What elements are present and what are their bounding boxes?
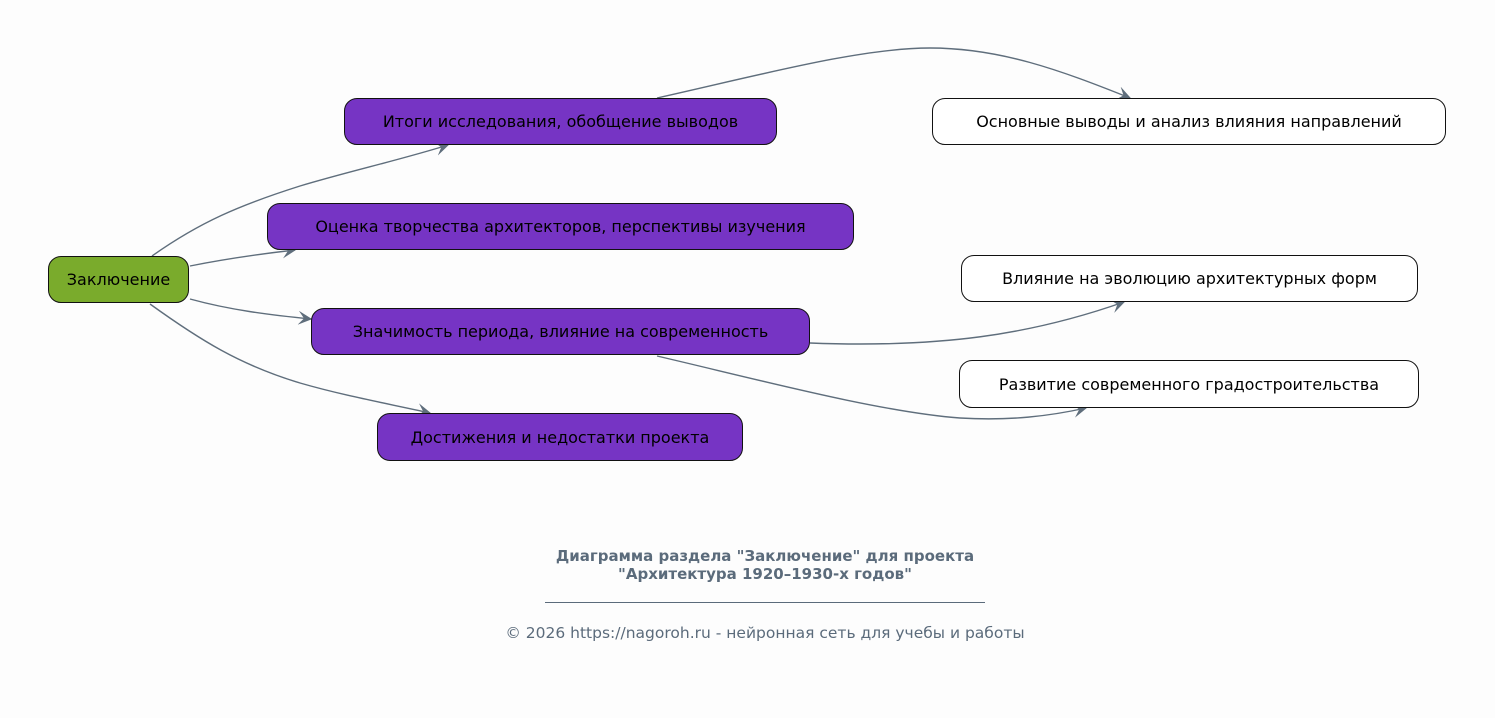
- node-label: Итоги исследования, обобщение выводов: [382, 112, 739, 131]
- edge-root-to-itogi: [151, 142, 450, 257]
- section-node[interactable]: Значимость периода, влияние на современн…: [311, 308, 810, 355]
- section-node[interactable]: Оценка творчества архитекторов, перспект…: [267, 203, 854, 250]
- detail-node[interactable]: Основные выводы и анализ влияния направл…: [932, 98, 1446, 145]
- node-label: Основные выводы и анализ влияния направл…: [976, 112, 1402, 131]
- edge-itogi-to-osnovnye: [656, 47, 1132, 100]
- edge-znachimost-to-razvitie: [656, 355, 1088, 420]
- detail-node[interactable]: Развитие современного градостроительства: [959, 360, 1419, 408]
- section-node[interactable]: Итоги исследования, обобщение выводов: [344, 98, 777, 145]
- edge-root-to-znachimost: [189, 298, 313, 325]
- edge-root-to-dostizheniya: [149, 303, 432, 418]
- section-node[interactable]: Достижения и недостатки проекта: [377, 413, 743, 461]
- node-label: Развитие современного градостроительства: [998, 374, 1380, 394]
- node-label: Влияние на эволюцию архитектурных форм: [1002, 269, 1377, 288]
- node-label: Значимость периода, влияние на современн…: [352, 322, 769, 341]
- copyright-text: © 2026 https://nagoroh.ru - нейронная се…: [505, 624, 1025, 642]
- node-label: Оценка творчества архитекторов, перспект…: [315, 217, 806, 236]
- node-label: Заключение: [66, 270, 171, 289]
- divider: [545, 602, 985, 603]
- detail-node[interactable]: Влияние на эволюцию архитектурных форм: [961, 255, 1418, 302]
- root-node[interactable]: Заключение: [48, 256, 189, 303]
- edge-znachimost-to-vliyanie: [809, 299, 1126, 345]
- node-label: Достижения и недостатки проекта: [410, 427, 710, 447]
- edge-root-to-otsenka: [189, 244, 297, 267]
- diagram-title-line1: Диаграмма раздела "Заключение" для проек…: [555, 547, 975, 565]
- diagram-title-line2: "Архитектура 1920–1930-х годов": [618, 565, 912, 583]
